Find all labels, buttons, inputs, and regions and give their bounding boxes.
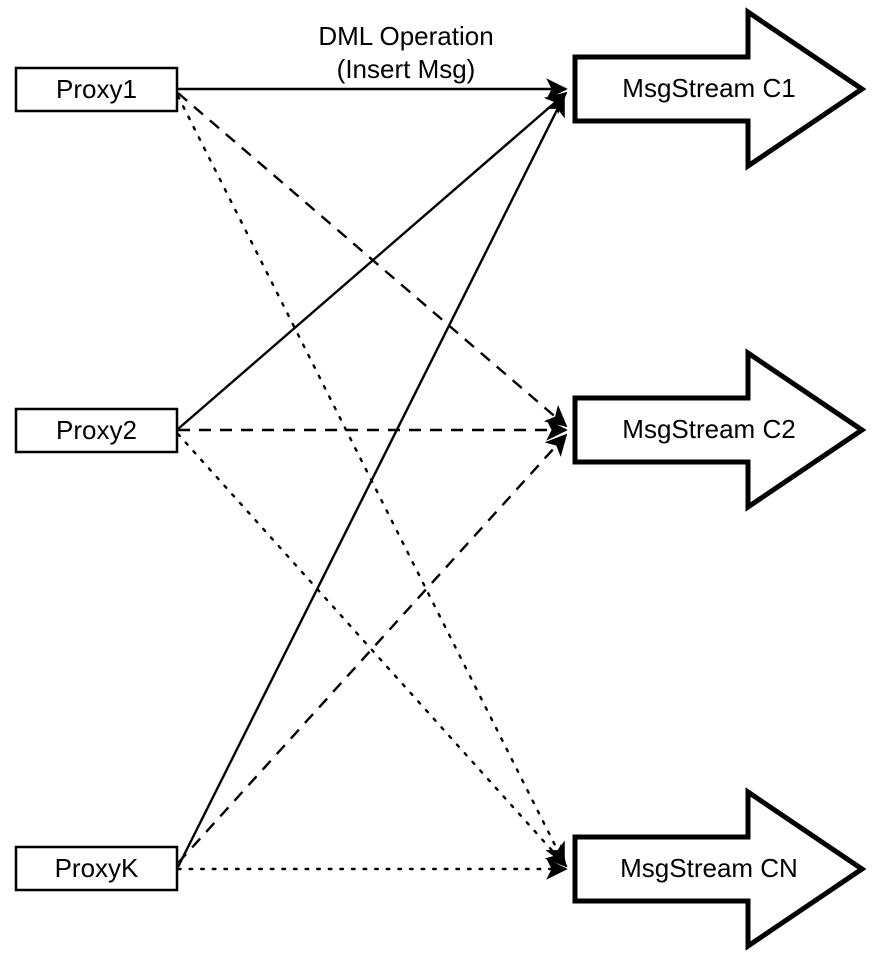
proxy-node-proxy2[interactable]: Proxy2 xyxy=(14,407,179,454)
proxy-node-proxyk[interactable]: ProxyK xyxy=(14,845,179,892)
proxy1-label: Proxy1 xyxy=(56,74,137,104)
msgstream-node-c1[interactable]: MsgStream C1 xyxy=(572,7,867,171)
msgstream-cn-arrow-shape[interactable] xyxy=(572,787,867,951)
dml-operation-caption: DML Operation (Insert Msg) xyxy=(318,21,493,84)
msgstream-c1-label: MsgStream C1 xyxy=(622,73,795,103)
edge-proxy1-to-msgstream-c2 xyxy=(177,92,568,428)
proxy2-label: Proxy2 xyxy=(56,415,137,445)
proxyk-label: ProxyK xyxy=(55,853,139,883)
edge-group-dashed-to-c2 xyxy=(177,92,568,864)
proxy1-box[interactable] xyxy=(14,66,179,113)
edge-group-dotted-to-cn xyxy=(176,94,568,880)
msgstream-node-cn[interactable]: MsgStream CN xyxy=(572,787,867,951)
caption-line-2: (Insert Msg) xyxy=(337,54,476,84)
proxy-node-proxy1[interactable]: Proxy1 xyxy=(14,66,179,113)
msgstream-c1-arrow-shape[interactable] xyxy=(572,7,867,171)
msgstream-cn-label: MsgStream CN xyxy=(620,853,798,883)
proxy2-box[interactable] xyxy=(14,407,179,454)
msgstream-node-c2[interactable]: MsgStream C2 xyxy=(572,348,867,512)
caption-line-1: DML Operation xyxy=(318,21,493,51)
edge-proxy1-to-msgstream-cn xyxy=(176,94,566,865)
msgstream-c2-arrow-shape[interactable] xyxy=(572,348,867,512)
msgstream-c2-label: MsgStream C2 xyxy=(622,414,795,444)
edge-proxy2-to-msgstream-cn xyxy=(176,432,568,868)
proxyk-box[interactable] xyxy=(14,845,179,892)
